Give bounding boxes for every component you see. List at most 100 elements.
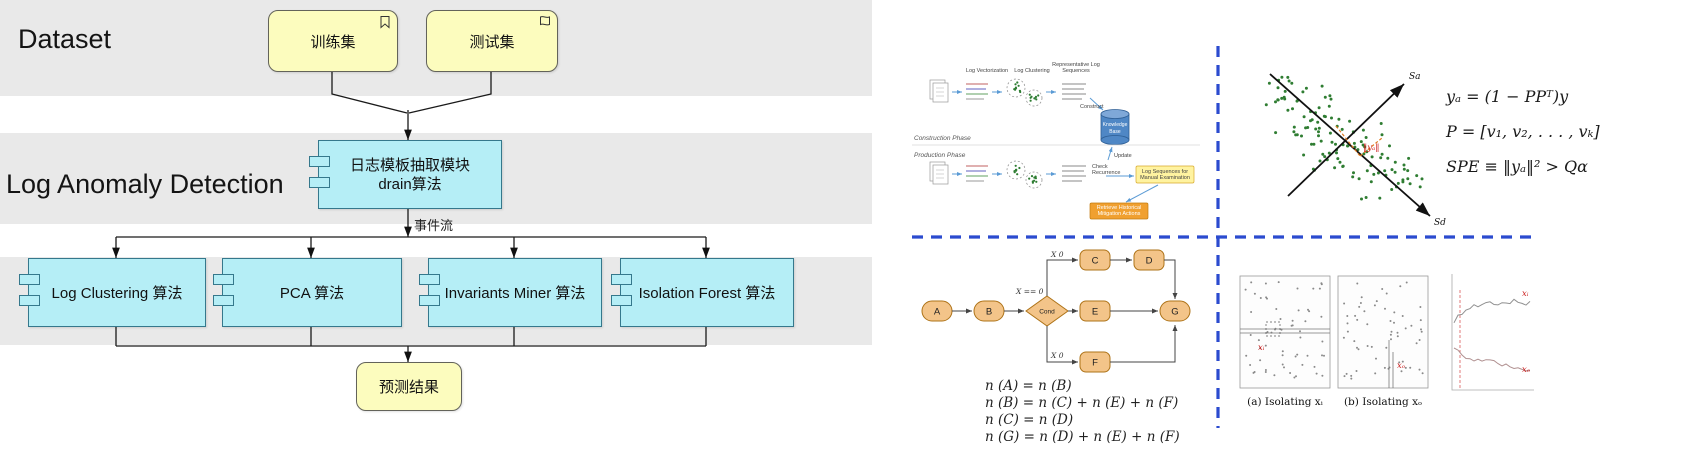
node-label: B <box>986 307 992 318</box>
representative-sequences-icon <box>1062 83 1086 100</box>
node-label: G <box>1171 307 1178 318</box>
phase-label-construction: Construction Phase <box>914 135 971 142</box>
train-set-label: 训练集 <box>310 33 356 51</box>
component-tab-icon <box>19 295 40 306</box>
axis-label-sd: Sd <box>1434 218 1446 228</box>
xo-label: xₒ <box>1397 361 1406 371</box>
test-set-box: 测试集 <box>426 10 558 72</box>
check-recurrence-label: Recurrence <box>1092 170 1120 176</box>
node-label: Cond <box>1039 309 1055 316</box>
node-G <box>1159 300 1191 322</box>
caption-b: (b) Isolating xₒ <box>1344 396 1422 408</box>
step-label: Sequences <box>1062 68 1090 74</box>
component-tab-icon <box>213 274 234 285</box>
pca-scatter-figure: Sa Sd ‖yₐ‖ yₐ = (1 − PPᵀ)y P = [v₁, v₂, … <box>1264 72 1600 228</box>
node-label: A <box>934 307 941 318</box>
component-tab-icon <box>213 295 234 306</box>
isolation-forest-box: Isolation Forest 算法 <box>611 258 794 327</box>
invariant-equation: n (B) = n (C) + n (E) + n (F) <box>985 395 1178 411</box>
component-tab-icon <box>19 274 40 285</box>
formula-ya: yₐ = (1 − PPᵀ)y <box>1445 87 1569 106</box>
edge-label-mid: X == 0 <box>1015 287 1044 296</box>
test-set-label: 测试集 <box>469 33 515 51</box>
prediction-result-label: 预测结果 <box>378 379 439 396</box>
svg-text:Manual Examination: Manual Examination <box>1140 175 1190 181</box>
node-label: F <box>1092 358 1098 369</box>
diagram-connectors <box>112 70 710 362</box>
panel-b-points <box>1342 281 1424 380</box>
invariant-equation: n (G) = n (D) + n (E) + n (F) <box>985 429 1180 445</box>
invariants-miner-label: Invariants Miner 算法 <box>444 285 586 302</box>
caption-a: (a) Isolating xᵢ <box>1247 396 1323 408</box>
node-label: C <box>1092 256 1099 267</box>
knowledge-base-cylinder: Knowledge Base <box>1100 109 1130 145</box>
event-stream-label: 事件流 <box>414 218 454 233</box>
xo-curve-label: xₒ <box>1522 365 1531 375</box>
step-label: Log Clustering <box>1014 68 1049 74</box>
pca-box: PCA 算法 <box>213 258 402 327</box>
component-tab-icon <box>309 177 330 188</box>
manual-examination-note: Log Sequences for Manual Examination <box>1135 165 1195 184</box>
isolation-forest-label: Isolation Forest 算法 <box>638 285 776 302</box>
projection-dashed-line <box>1335 125 1361 157</box>
component-tab-icon <box>611 295 632 306</box>
prediction-result-box: 预测结果 <box>356 362 462 411</box>
pca-label: PCA 算法 <box>279 285 345 302</box>
step-label: Representative Log <box>1052 62 1100 68</box>
knowledge-base-label: Knowledge <box>1103 122 1128 128</box>
invariants-flowchart: A B Cond C D E F G X 0 X == 0 X 0 n (A) … <box>921 249 1191 445</box>
flag-icon <box>540 16 550 26</box>
panel-a <box>1239 275 1331 389</box>
path-length-chart: xᵢ xₒ <box>1451 274 1534 391</box>
drain-module-box: 日志模板抽取模块 drain算法 <box>309 140 502 209</box>
svg-text:Retrieve Historical: Retrieve Historical <box>1097 205 1142 211</box>
axis-arrow-sd <box>1269 73 1431 217</box>
logcluster-pipeline-figure: Log Vectorization Log Clustering Represe… <box>912 62 1200 220</box>
vector-list-icon <box>966 83 988 100</box>
knowledge-base-label: Base <box>1109 129 1121 135</box>
isolating-box <box>1265 321 1281 337</box>
drain-label-line2: drain算法 <box>378 175 442 193</box>
step-label: Log Vectorization <box>966 68 1008 74</box>
isolation-forest-figure: xᵢ xₒ (a) Isolating xᵢ (b) Isolating xₒ … <box>1239 274 1534 408</box>
panel-b <box>1337 275 1429 389</box>
section-title-dataset: Dataset <box>18 24 112 54</box>
algorithm-figures: Log Vectorization Log Clustering Represe… <box>912 46 1600 445</box>
representative-sequences-icon <box>1062 165 1086 182</box>
xi-curve-label: xᵢ <box>1522 289 1529 299</box>
edge-label-top: X 0 <box>1050 250 1064 259</box>
log-files-icon <box>929 79 949 103</box>
svg-text:Mitigation Actions: Mitigation Actions <box>1098 211 1141 217</box>
axis-label-sa: Sa <box>1409 72 1421 82</box>
component-tab-icon <box>419 274 440 285</box>
invariants-miner-box: Invariants Miner 算法 <box>419 258 602 327</box>
xi-label: xᵢ <box>1258 343 1265 353</box>
vector-list-icon <box>966 165 988 182</box>
drain-label-line1: 日志模板抽取模块 <box>349 156 470 174</box>
log-clustering-box: Log Clustering 算法 <box>19 258 206 327</box>
invariant-equation: n (A) = n (B) <box>985 378 1072 394</box>
axis-arrow-sa <box>1287 83 1405 197</box>
construct-label: Construct <box>1080 104 1104 110</box>
component-tab-icon <box>611 274 632 285</box>
update-label: Update <box>1114 153 1132 159</box>
phase-label-production: Production Phase <box>914 152 966 159</box>
projection-label: ‖yₐ‖ <box>1363 143 1380 153</box>
invariant-equation: n (C) = n (D) <box>985 412 1073 428</box>
log-files-icon <box>929 161 949 185</box>
bookmark-icon <box>380 16 390 29</box>
formula-p: P = [v₁, v₂, . . . , vₖ] <box>1445 122 1600 141</box>
node-label: D <box>1146 256 1153 267</box>
formula-spe: SPE ≡ ‖yₐ‖² > Qα <box>1446 157 1588 176</box>
node-label: E <box>1092 307 1098 318</box>
edge-label-bottom: X 0 <box>1050 351 1064 360</box>
svg-text:Log Sequences for: Log Sequences for <box>1142 169 1188 175</box>
check-recurrence-label: Check <box>1092 164 1108 170</box>
log-clustering-label: Log Clustering 算法 <box>51 285 183 302</box>
retrieve-actions-note: Retrieve Historical Mitigation Actions <box>1089 202 1149 220</box>
train-set-box: 训练集 <box>268 10 398 72</box>
scatter-points <box>1264 75 1424 201</box>
component-tab-icon <box>419 295 440 306</box>
component-tab-icon <box>309 156 330 167</box>
